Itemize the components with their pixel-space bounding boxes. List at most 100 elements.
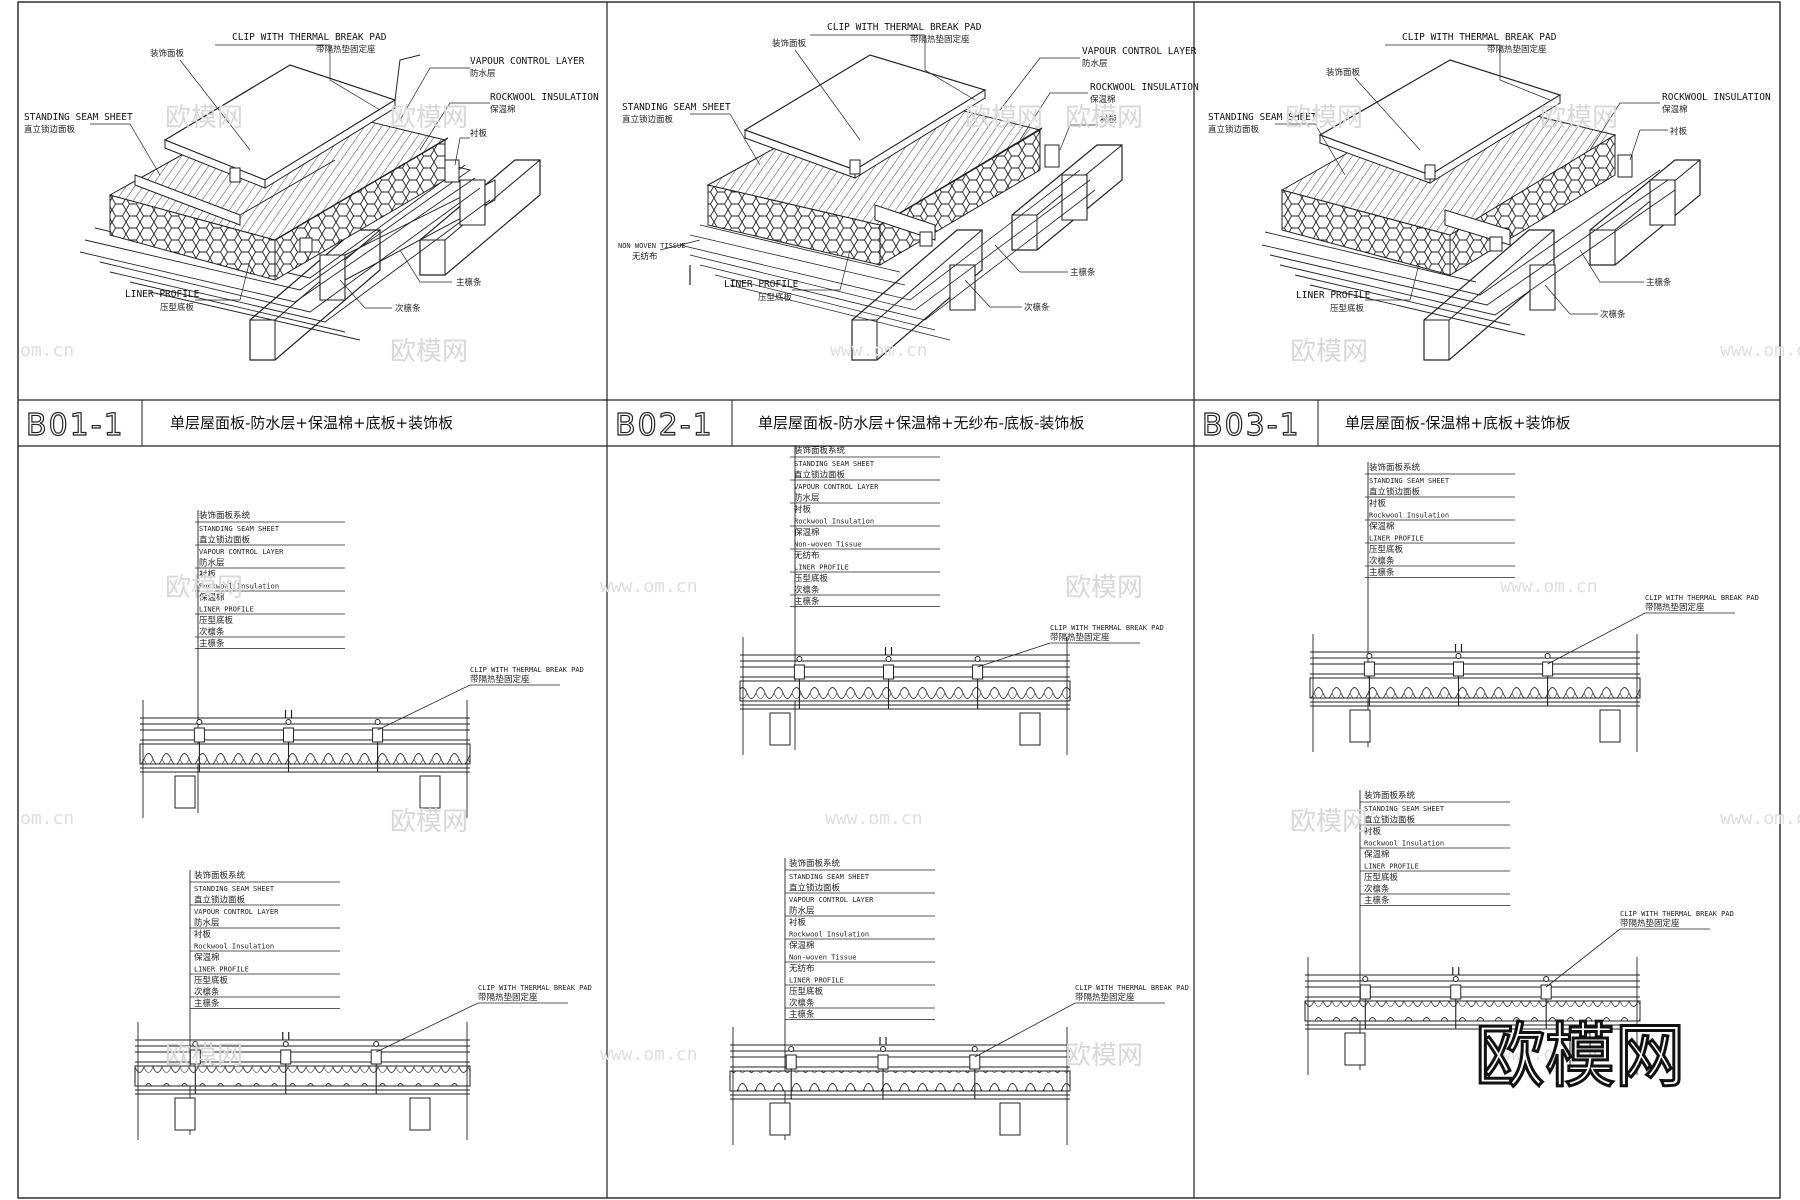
layer-label: 次檩条	[1369, 556, 1395, 567]
layer-label: 次檩条	[199, 627, 225, 638]
watermark-url: www.om.cn	[1500, 1044, 1598, 1065]
layer-label: Rockwool Insulation	[194, 943, 274, 951]
fastener	[285, 719, 292, 725]
iso-label-tissue: NON WOVEN TISSUE	[618, 242, 685, 250]
section-header: 装饰面板系统	[794, 445, 846, 456]
clip-bracket	[877, 1054, 889, 1070]
insulation-layer	[134, 1065, 471, 1087]
panel-code-b02: B02-1	[615, 408, 714, 443]
iso-label-liner-cn: 压型底板	[758, 292, 793, 303]
insulation-layer	[139, 743, 471, 765]
panel-code-b03: B03-1	[1202, 408, 1301, 443]
layer-label: 保温棉	[1369, 521, 1395, 532]
clip-bracket	[1540, 984, 1552, 1000]
iso-label-rockwool: ROCKWOOL INSULATION	[1090, 82, 1199, 93]
iso-label-tissue-cn: 无纺布	[632, 251, 658, 262]
section-header: 装饰面板系统	[194, 870, 246, 881]
layer-label: STANDING SEAM SHEET	[794, 460, 875, 468]
iso-label-standing: STANDING SEAM SHEET	[24, 112, 133, 123]
iso-label-rockwool: ROCKWOOL INSULATION	[1662, 92, 1771, 103]
watermark: 欧模网	[1290, 807, 1368, 837]
layer-label: VAPOUR CONTROL LAYER	[199, 548, 284, 556]
iso-label-standing-cn: 直立锁边面板	[1208, 124, 1260, 135]
panel-title-b02: 单层屋面板-防水层+保温棉+无纱布-底板-装饰板	[758, 414, 1084, 432]
iso-view-b02: CLIP WITH THERMAL BREAK PAD 带隔热垫固定座 装饰面板…	[618, 22, 1199, 361]
clip-bracket	[1363, 661, 1375, 677]
layer-label: 衬板	[194, 929, 212, 940]
purlin	[1569, 1032, 1591, 1066]
layer-label: 压型底板	[789, 986, 824, 997]
layer-label: 压型底板	[1364, 872, 1399, 883]
watermark-layer: 欧模网 欧模网 欧模网 欧模网 欧模网 欧模网 欧模网 欧模网 欧模网 欧模网 …	[20, 103, 1800, 1071]
layer-label: 保温棉	[789, 940, 815, 951]
iso-label-clip: CLIP WITH THERMAL BREAK PAD	[1402, 32, 1557, 43]
layer-label: 直立锁边面板	[199, 535, 251, 546]
fastener	[192, 1041, 199, 1047]
layer-label: STANDING SEAM SHEET	[1369, 477, 1450, 485]
iso-label-standing: STANDING SEAM SHEET	[1208, 112, 1317, 123]
purlin	[999, 1102, 1021, 1136]
callout-label: CLIP WITH THERMAL BREAK PAD	[1645, 594, 1759, 602]
insulation-layer	[729, 1070, 1071, 1092]
layer-label: 主檩条	[1364, 895, 1390, 906]
iso-label-secondary-cn: 次檩条	[1600, 309, 1626, 320]
fastener	[880, 1046, 886, 1052]
section-header: 装饰面板系统	[789, 858, 841, 869]
fastener	[1452, 976, 1459, 982]
layer-label: 防水层	[789, 906, 815, 917]
callout-leader	[376, 1002, 568, 1053]
iso-label-clip-cn: 带隔热垫固定座	[1487, 44, 1547, 55]
watermark-url: www.om.cn	[1720, 340, 1800, 361]
layer-label: VAPOUR CONTROL LAYER	[194, 908, 279, 916]
iso-label-purlin-cn: 主檩条	[1646, 277, 1672, 288]
fastener	[1455, 653, 1462, 659]
purlin	[769, 712, 791, 746]
layer-label: 直立锁边面板	[794, 470, 846, 481]
layer-label: 保温棉	[194, 952, 220, 963]
callout-label-cn: 带隔热垫固定座	[1620, 918, 1680, 929]
clip-bracket	[193, 727, 205, 743]
layer-label: 主檩条	[789, 1009, 815, 1020]
layer-label: LINER PROFILE	[199, 606, 254, 614]
layer-label: 直立锁边面板	[789, 883, 841, 894]
clip-bracket	[969, 1054, 981, 1070]
watermark: 欧模网	[165, 1041, 243, 1071]
callout-label-cn: 带隔热垫固定座	[1075, 992, 1135, 1003]
clip-bracket	[370, 1049, 382, 1065]
purlin	[1599, 709, 1621, 743]
callout-leader	[1545, 928, 1710, 988]
iso-label-vapour: VAPOUR CONTROL LAYER	[470, 56, 585, 67]
watermark: 欧模网	[390, 337, 468, 367]
layer-label: Rockwool Insulation	[789, 931, 869, 939]
layer-label: 主檩条	[199, 638, 225, 649]
layer-label: LINER PROFILE	[1369, 535, 1424, 543]
panel-title-b03: 单层屋面板-保温棉+底板+装饰板	[1345, 414, 1571, 432]
callout-label-cn: 带隔热垫固定座	[1645, 602, 1705, 613]
iso-label-liner-cn: 压型底板	[160, 302, 195, 313]
watermark: 欧模网	[1290, 337, 1368, 367]
iso-label-vapour-cn: 防水层	[470, 68, 496, 79]
watermark: 欧模网	[1065, 103, 1143, 133]
layer-label: 无纺布	[789, 963, 815, 974]
brand-watermark: 欧模网	[1475, 1015, 1685, 1097]
iso-label-deco-cn: 装饰面板	[772, 38, 807, 49]
layer-label: Rockwool Insulation	[1364, 840, 1444, 848]
seam-joint	[879, 1037, 887, 1045]
layer-label: 防水层	[194, 918, 220, 929]
purlin	[1344, 1032, 1366, 1066]
panel-code-b01: B01-1	[26, 408, 125, 443]
clip-bracket	[1542, 661, 1554, 677]
clip-bracket	[1453, 661, 1464, 677]
clip-bracket	[280, 1049, 292, 1065]
layer-label: 直立锁边面板	[1369, 487, 1421, 498]
layer-label: 直立锁边面板	[194, 895, 246, 906]
watermark: 欧模网	[165, 573, 243, 603]
iso-label-secondary-cn: 次檩条	[1024, 302, 1050, 313]
fastener	[1543, 976, 1550, 982]
callout-leader	[1547, 612, 1735, 665]
iso-label-deco-cn: 装饰面板	[1326, 67, 1361, 78]
